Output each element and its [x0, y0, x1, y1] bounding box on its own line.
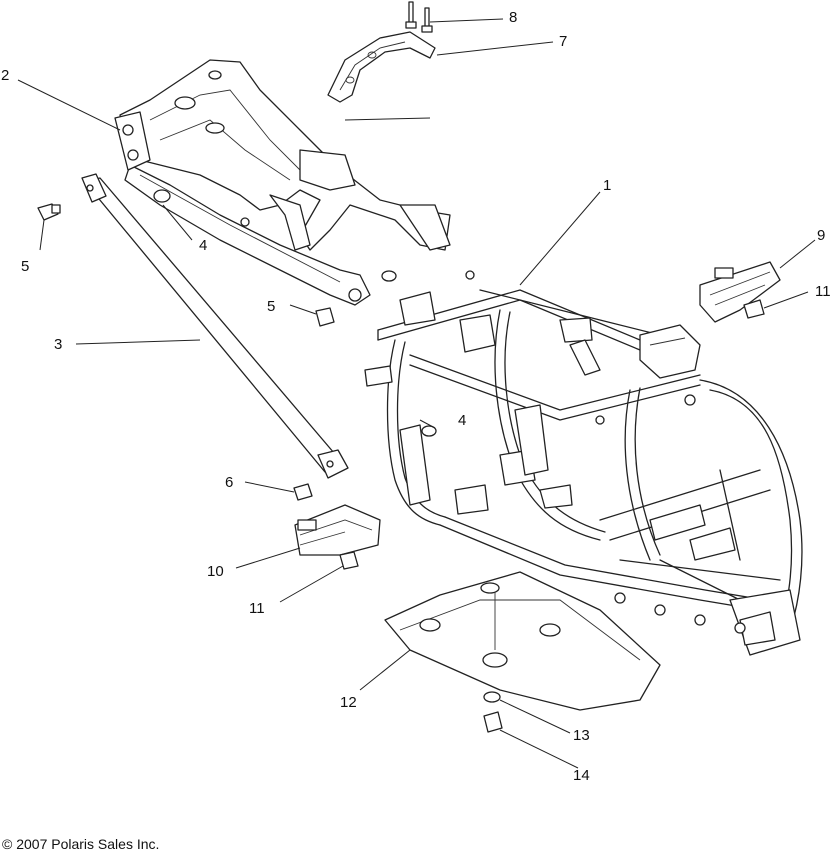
footrest-left — [294, 504, 381, 556]
callout-5-left: 5 — [21, 258, 29, 275]
copyright-notice: © 2007 Polaris Sales Inc. — [2, 836, 160, 852]
callout-3: 3 — [54, 336, 62, 353]
callout-10: 10 — [207, 563, 224, 580]
callout-5-center: 5 — [267, 298, 275, 315]
callout-14: 14 — [573, 767, 590, 784]
main-frame — [364, 270, 803, 656]
hardware — [37, 189, 765, 733]
rear-subframe — [114, 59, 451, 306]
callout-13: 13 — [573, 727, 590, 744]
leader-lines — [17, 18, 816, 769]
callout-7: 7 — [559, 33, 567, 50]
callout-9: 9 — [817, 227, 825, 244]
callout-4-center: 4 — [458, 412, 466, 429]
footrest-right — [699, 261, 781, 323]
callout-1: 1 — [603, 177, 611, 194]
bolt-pair — [405, 1, 433, 33]
brace-rod — [81, 173, 349, 479]
callout-labels: 1 2 3 4 4 5 5 6 7 8 9 10 11 11 12 13 14 — [1, 9, 831, 784]
strap-bracket — [327, 31, 436, 103]
callout-11-left: 11 — [249, 600, 265, 617]
skid-plate — [384, 571, 661, 711]
callout-12: 12 — [340, 694, 357, 711]
callout-11-right: 11 — [815, 283, 831, 300]
callout-2: 2 — [1, 67, 9, 84]
callout-4-top: 4 — [199, 237, 207, 254]
callout-6: 6 — [225, 474, 233, 491]
callout-8: 8 — [509, 9, 517, 26]
